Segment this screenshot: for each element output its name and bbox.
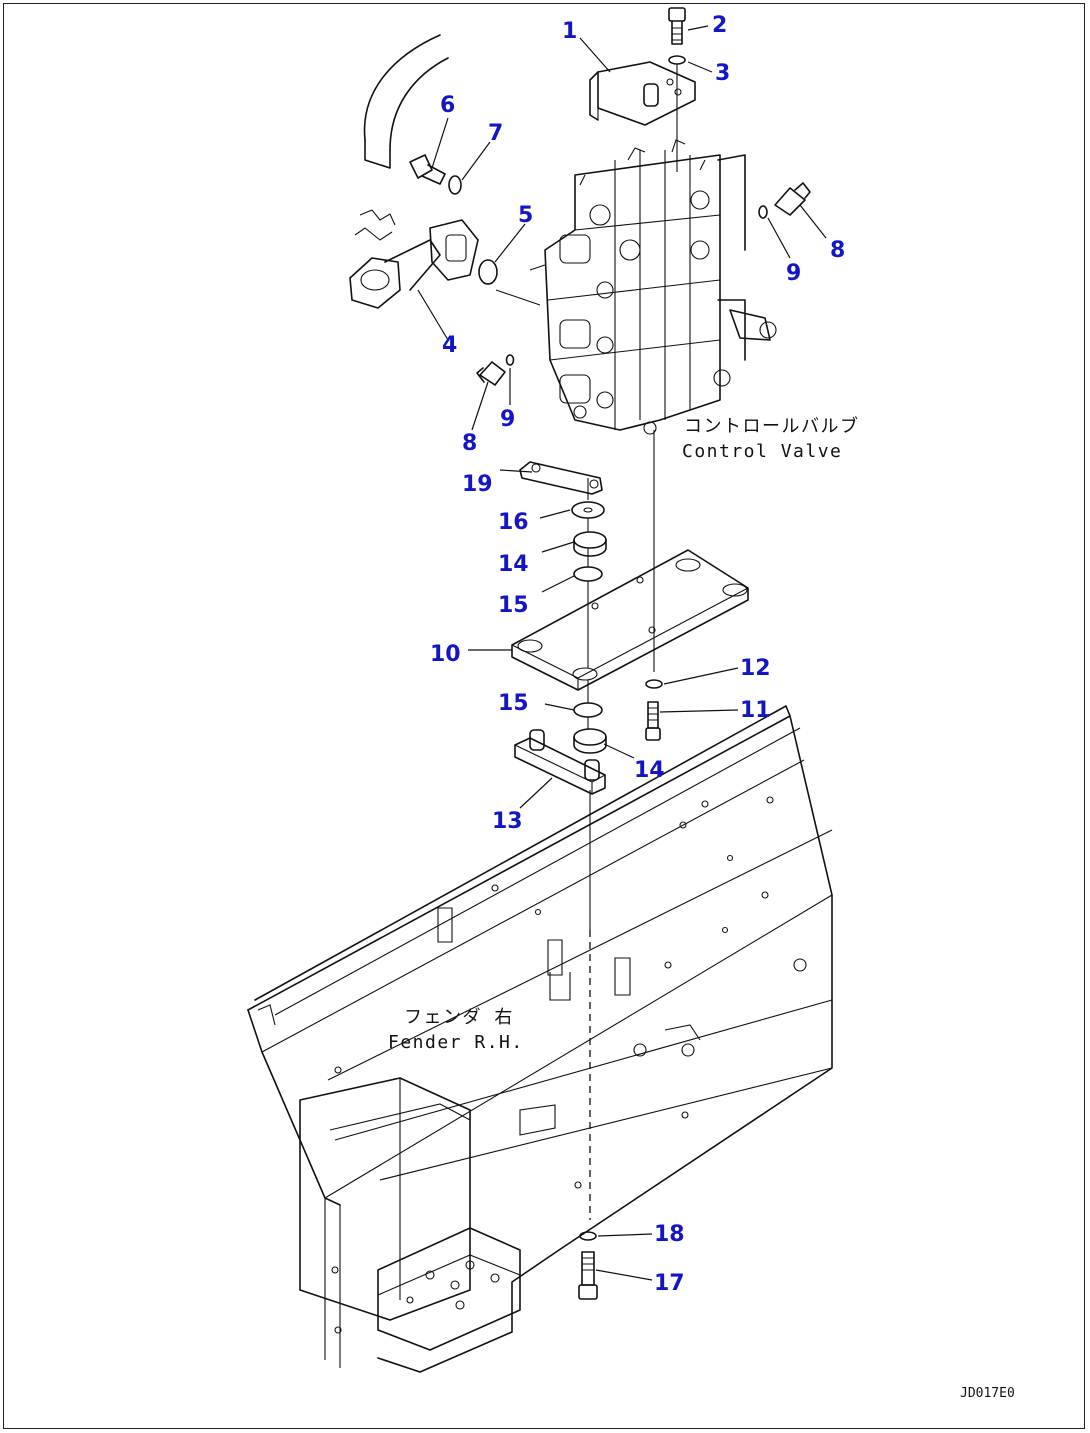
- part-16-washer: [571, 501, 605, 519]
- callout-15-lower: 15: [498, 691, 529, 716]
- part-8-plug-left: [476, 361, 506, 386]
- callout-9-left: 9: [500, 407, 515, 432]
- callout-17: 17: [654, 1271, 685, 1296]
- callout-11: 11: [740, 698, 771, 723]
- callout-18: 18: [654, 1222, 685, 1247]
- part-6-hollow-bolt: [409, 154, 446, 185]
- part-14-cushion-upper: [573, 531, 607, 557]
- part-8-plug-right: [774, 182, 811, 216]
- drawing-code: JD017E0: [960, 1386, 1015, 1401]
- part-10-mount-plate: [511, 549, 749, 691]
- fender-label-en: Fender R.H.: [388, 1032, 524, 1053]
- control-valve-assembly: [544, 139, 777, 435]
- part-12-washer: [645, 679, 663, 689]
- callout-3: 3: [715, 61, 730, 86]
- part-15-spacer-upper: [573, 566, 603, 582]
- callout-5: 5: [518, 203, 533, 228]
- part-5-o-ring: [478, 259, 498, 285]
- part-18-washer: [579, 1231, 597, 1241]
- part-11-bolt: [645, 701, 661, 741]
- callout-13: 13: [492, 809, 523, 834]
- callout-15-upper: 15: [498, 593, 529, 618]
- callout-14-upper: 14: [498, 552, 529, 577]
- control-valve-label-en: Control Valve: [682, 441, 842, 462]
- callout-1: 1: [562, 19, 577, 44]
- control-valve-label-jp: コントロールバルブ: [684, 415, 860, 437]
- callout-16: 16: [498, 510, 529, 535]
- part-19-plate: [519, 461, 603, 495]
- sheet-border: [3, 3, 1085, 1429]
- callout-numbers: 1 2 3 4 5 6 7 8 8 9 9 10 11 12 13 14 14 …: [430, 13, 845, 1296]
- callout-4: 4: [442, 333, 457, 358]
- callout-6: 6: [440, 93, 455, 118]
- part-9-o-ring-left: [505, 354, 515, 366]
- part-14-cushion-lower: [573, 728, 607, 754]
- part-2-bolt: [668, 7, 686, 45]
- callout-8-left: 8: [462, 431, 477, 456]
- callout-7: 7: [488, 121, 503, 146]
- part-13-bracket: [514, 729, 606, 795]
- part-7-gasket: [448, 175, 462, 195]
- part-4-elbow: [349, 209, 479, 309]
- fender-rh: [247, 705, 833, 1373]
- fender-label-jp: フェンダ 右: [404, 1007, 514, 1028]
- part-15-spacer-lower: [573, 702, 603, 718]
- callout-10: 10: [430, 642, 461, 667]
- callout-2: 2: [712, 13, 727, 38]
- leader-lines: [417, 25, 827, 1281]
- callout-9-right: 9: [786, 261, 801, 286]
- callout-8-right: 8: [830, 238, 845, 263]
- part-17-bolt: [578, 1251, 598, 1300]
- callout-14-lower: 14: [634, 758, 665, 783]
- part-1-bracket: [589, 61, 696, 126]
- component-labels: コントロールバルブ Control Valve フェンダ 右 Fender R.…: [388, 415, 1015, 1401]
- hose: [363, 34, 449, 169]
- part-9-o-ring-right: [758, 205, 768, 219]
- callout-12: 12: [740, 656, 771, 681]
- part-3-washer: [668, 55, 686, 65]
- callout-19: 19: [462, 472, 493, 497]
